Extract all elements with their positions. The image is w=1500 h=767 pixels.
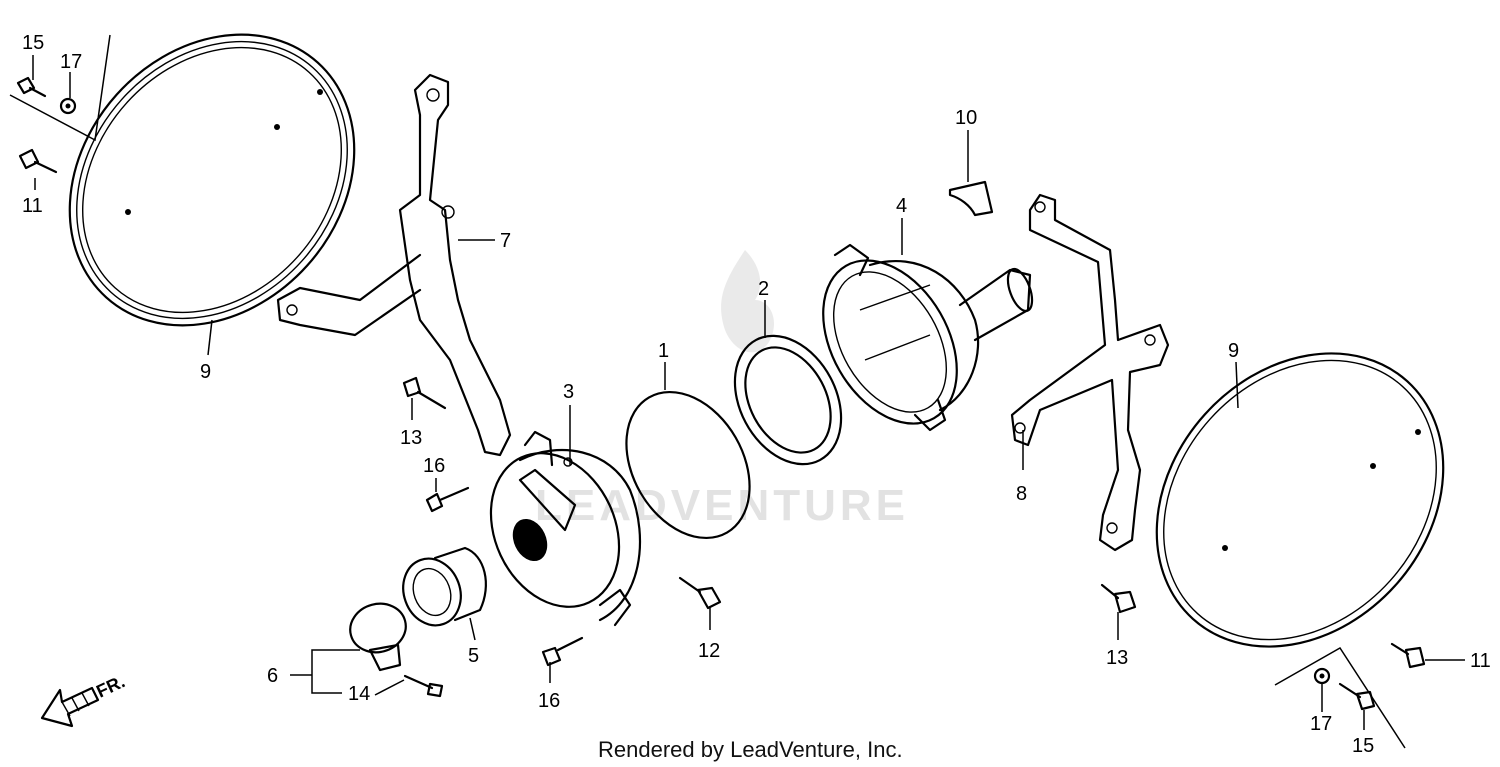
callout-5: 5	[468, 645, 479, 667]
callout-1: 1	[658, 340, 669, 362]
callout-4: 4	[896, 195, 907, 217]
part-8-bracket	[1010, 193, 1170, 552]
part-14-screw	[403, 674, 444, 698]
callout-15-right: 15	[1352, 735, 1374, 757]
part-12-bolt	[678, 576, 722, 610]
callout-2: 2	[758, 278, 769, 300]
callout-11-right: 11	[1470, 650, 1491, 672]
callout-13-left: 13	[400, 427, 422, 449]
callout-9-right: 9	[1228, 340, 1239, 362]
part-13-right-bolt	[1100, 583, 1137, 614]
callouts: 15 17 11 9 7 13 16 3 5 6 14 16 1 2 4 10 …	[22, 32, 1491, 757]
part-10-clip	[948, 180, 994, 217]
part-2-rim	[733, 334, 843, 466]
part-16-lower-screw	[541, 636, 584, 667]
callout-16-lower: 16	[538, 690, 560, 712]
part-3-case	[489, 430, 642, 627]
part-11-left-bolt	[18, 148, 58, 174]
part-9-right-plate	[1155, 352, 1445, 648]
part-16-upper-screw	[425, 486, 470, 513]
part-6-clamp	[349, 602, 407, 672]
callout-11-left: 11	[22, 195, 43, 217]
part-17-left-nut	[59, 97, 77, 115]
front-direction-arrow: FR.	[40, 671, 128, 728]
direction-label: FR.	[93, 671, 128, 701]
callout-12: 12	[698, 640, 720, 662]
callout-3: 3	[563, 381, 574, 403]
part-4-housing	[822, 243, 1034, 432]
part-5-grommet	[402, 546, 487, 627]
callout-6: 6	[267, 665, 278, 687]
callout-14: 14	[348, 683, 370, 705]
footer-credit: Rendered by LeadVenture, Inc.	[598, 737, 903, 762]
part-9-left-plate	[68, 33, 356, 327]
part-1-lens	[625, 390, 751, 540]
part-17-right-nut	[1313, 667, 1331, 685]
callout-17-left: 17	[60, 51, 82, 73]
callout-17-right: 17	[1310, 713, 1332, 735]
callout-16-upper: 16	[423, 455, 445, 477]
watermark: LEADVENTURE	[535, 250, 909, 530]
part-13-left-bolt	[402, 376, 447, 410]
callout-13-right: 13	[1106, 647, 1128, 669]
leader-lines	[9, 34, 1465, 749]
callout-7: 7	[500, 230, 511, 252]
watermark-text: LEADVENTURE	[535, 481, 909, 530]
callout-9-left: 9	[200, 361, 211, 383]
callout-10: 10	[955, 107, 977, 129]
fasteners	[16, 76, 1426, 711]
part-11-right-bolt	[1390, 642, 1426, 669]
part-15-left-bolt	[16, 76, 47, 98]
part-15-right-bolt	[1338, 682, 1376, 711]
callout-15-left: 15	[22, 32, 44, 54]
callout-8: 8	[1016, 483, 1027, 505]
part-7-bracket	[276, 73, 512, 457]
